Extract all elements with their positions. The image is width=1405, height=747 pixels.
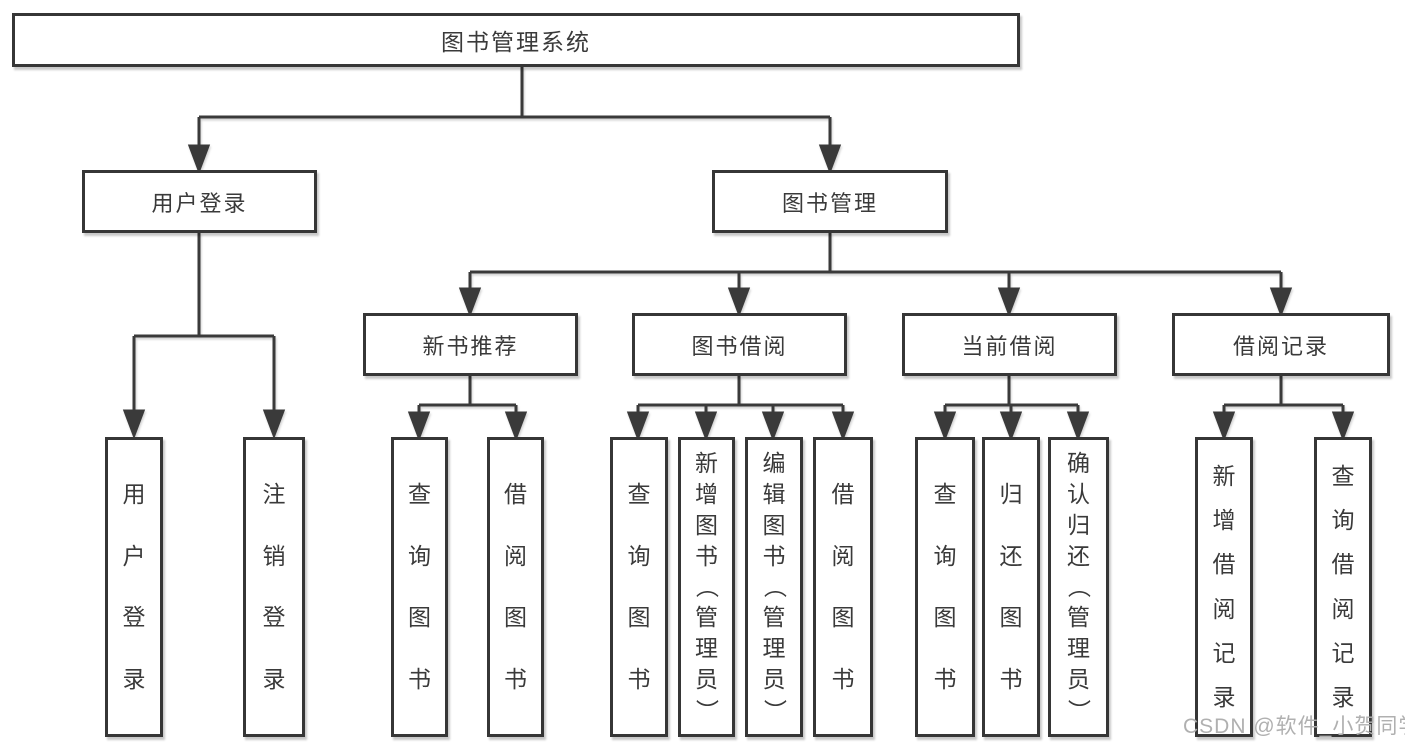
leaf-query-borrow-record: 查询借阅记录 (1314, 437, 1372, 737)
arrowhead (761, 411, 785, 442)
arrowhead (999, 411, 1023, 442)
arrowhead (1331, 411, 1355, 442)
connector-book-borrowing-to-leaves (626, 376, 855, 442)
arrowhead (187, 144, 211, 175)
leaf-edit-book-admin: 编辑图书（管理员） (745, 437, 803, 737)
connector-user-login-to-leaves (122, 233, 286, 440)
node-library-management-system: 图书管理系统 (12, 13, 1020, 67)
arrowhead (818, 144, 842, 175)
node-user-login: 用户登录 (82, 170, 317, 233)
connector-new-book-recommend-to-leaves (407, 376, 528, 442)
leaf-confirm-return-admin: 确认归还（管理员） (1048, 437, 1109, 737)
arrowhead (122, 409, 146, 440)
connector-borrowing-records-to-leaves (1212, 376, 1355, 442)
node-borrowing-records: 借阅记录 (1172, 313, 1390, 376)
arrowhead (407, 411, 431, 442)
arrowhead (262, 409, 286, 440)
leaf-query-books-2: 查询图书 (610, 437, 668, 737)
leaf-borrow-books-1: 借阅图书 (487, 437, 544, 737)
arrowhead (997, 287, 1021, 318)
node-book-management: 图书管理 (712, 170, 948, 233)
arrowhead (626, 411, 650, 442)
arrowhead (504, 411, 528, 442)
connector-current-borrowing-to-leaves (933, 376, 1090, 442)
arrowhead (1269, 287, 1293, 318)
leaf-borrow-books-2: 借阅图书 (813, 437, 873, 737)
leaf-query-books-3: 查询图书 (915, 437, 975, 737)
watermark-text: CSDN @软件_小贺同学 (1183, 715, 1405, 738)
arrowhead (727, 287, 751, 318)
leaf-user-login: 用户登录 (105, 437, 163, 737)
arrowhead (458, 287, 482, 318)
connector-root-to-level2 (187, 67, 842, 175)
leaf-return-book: 归还图书 (982, 437, 1040, 737)
node-current-borrowing: 当前借阅 (902, 313, 1117, 376)
leaf-logout: 注销登录 (243, 437, 305, 737)
arrowhead (1066, 411, 1090, 442)
node-new-book-recommend: 新书推荐 (363, 313, 578, 376)
leaf-add-borrow-record: 新增借阅记录 (1195, 437, 1253, 737)
leaf-add-book-admin: 新增图书（管理员） (678, 437, 735, 737)
connector-book-management-to-level3 (458, 233, 1293, 318)
arrowhead (831, 411, 855, 442)
leaf-query-books-1: 查询图书 (391, 437, 448, 737)
arrowhead (1212, 411, 1236, 442)
arrowhead (694, 411, 718, 442)
arrowhead (933, 411, 957, 442)
node-book-borrowing: 图书借阅 (632, 313, 847, 376)
